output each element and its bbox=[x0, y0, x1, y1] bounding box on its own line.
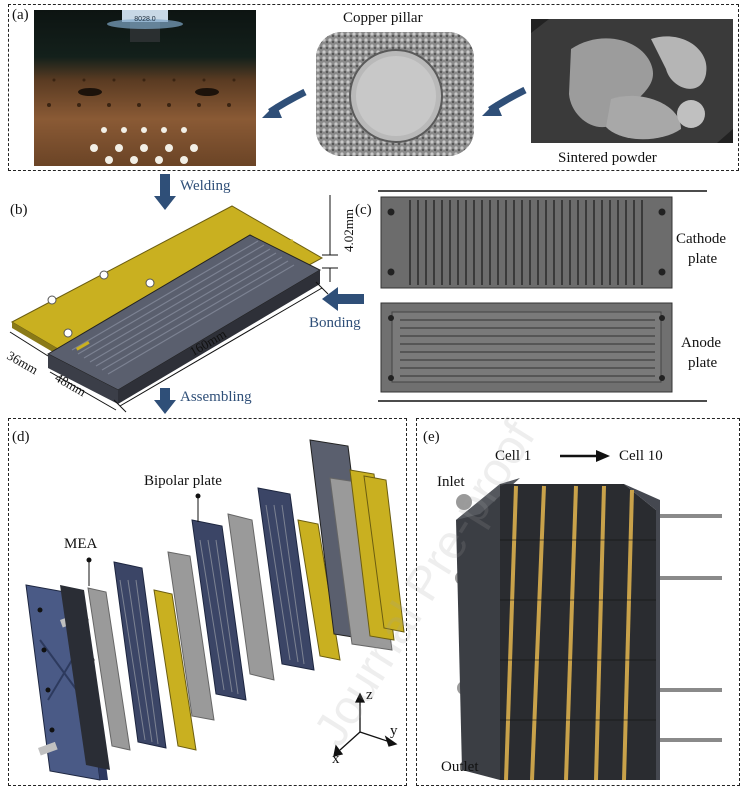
outlet-label: Outlet bbox=[441, 759, 479, 775]
panel-a-label: (a) bbox=[12, 7, 29, 23]
inlet-label: Inlet bbox=[437, 474, 465, 490]
sintered-powder-label: Sintered powder bbox=[558, 150, 657, 166]
panel-d bbox=[8, 418, 407, 786]
panel-b-label: (b) bbox=[10, 202, 28, 218]
mea-label: MEA bbox=[64, 536, 98, 552]
arrow-down-icon bbox=[154, 400, 176, 414]
bonding-label: Bonding bbox=[309, 315, 361, 331]
width-48-dimension: 48mm bbox=[52, 369, 89, 400]
copper-pillar-sem-image bbox=[316, 32, 474, 156]
thickness-dimension: 4.02mm bbox=[341, 209, 356, 252]
axis-x-label: x bbox=[332, 751, 340, 767]
cell-end-label: Cell 10 bbox=[619, 448, 663, 464]
copper-pillar-label: Copper pillar bbox=[343, 10, 423, 26]
panel-d-label: (d) bbox=[12, 429, 30, 445]
arrow-down-icon bbox=[154, 196, 176, 210]
perforated-copper-plate-photo: 8028.0 bbox=[34, 10, 256, 166]
width-36-dimension: 36mm bbox=[4, 347, 41, 378]
panel-a bbox=[8, 4, 739, 171]
cell-start-label: Cell 1 bbox=[495, 448, 532, 464]
instrument-readout: 8028.0 bbox=[134, 16, 156, 23]
anode-label-line2: plate bbox=[688, 355, 718, 371]
cathode-label-line1: Cathode bbox=[676, 231, 726, 247]
panel-c-label: (c) bbox=[355, 202, 372, 218]
panel-e bbox=[416, 418, 740, 786]
anode-label-line1: Anode bbox=[681, 335, 721, 351]
bipolar-plate-label: Bipolar plate bbox=[144, 473, 222, 489]
cathode-label-line2: plate bbox=[688, 251, 718, 267]
axis-y-label: y bbox=[390, 723, 398, 739]
length-dimension: 160mm bbox=[186, 326, 229, 359]
assembling-label: Assembling bbox=[180, 389, 252, 405]
welding-label: Welding bbox=[180, 178, 231, 194]
arrow-left-icon bbox=[322, 287, 338, 311]
axis-z-label: z bbox=[366, 687, 373, 703]
panel-e-label: (e) bbox=[423, 429, 440, 445]
sintered-powder-sem-image bbox=[531, 19, 733, 143]
